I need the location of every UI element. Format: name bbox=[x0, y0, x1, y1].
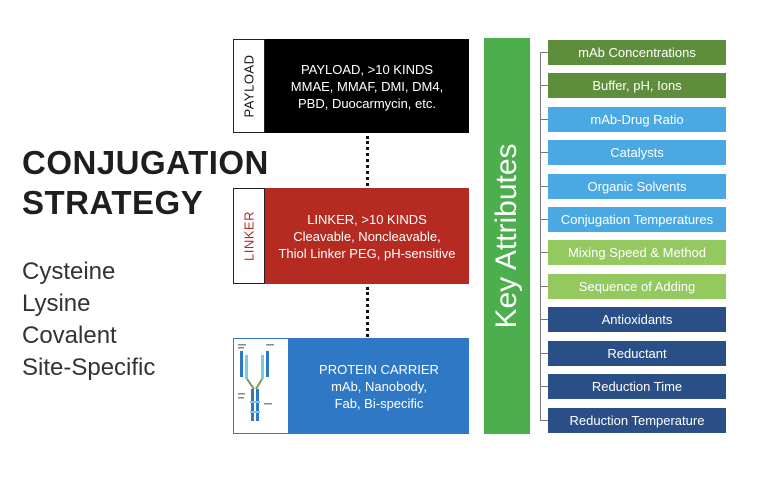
payload-box: PAYLOAD, >10 KINDS MMAE, MMAF, DMI, DM4,… bbox=[265, 39, 469, 133]
linker-box: LINKER, >10 KINDS Cleavable, Noncleavabl… bbox=[265, 188, 469, 284]
bracket-tick bbox=[540, 420, 548, 421]
dotted-connector bbox=[366, 287, 369, 337]
bracket-tick bbox=[540, 52, 548, 53]
strategy-item: Cysteine bbox=[22, 258, 116, 285]
dotted-connector bbox=[366, 136, 369, 186]
carrier-box: PROTEIN CARRIER mAb, Nanobody, Fab, Bi-s… bbox=[289, 338, 469, 434]
bracket-tick bbox=[540, 286, 548, 287]
attribute-item: Antioxidants bbox=[548, 307, 726, 332]
strategy-item: Lysine bbox=[22, 290, 91, 317]
linker-line: Cleavable, Noncleavable, bbox=[293, 228, 441, 244]
bracket-tick bbox=[540, 152, 548, 153]
carrier-line: PROTEIN CARRIER bbox=[319, 361, 439, 377]
attribute-item: mAb-Drug Ratio bbox=[548, 107, 726, 132]
carrier-line: mAb, Nanobody, bbox=[331, 378, 427, 394]
attribute-item: Conjugation Temperatures bbox=[548, 207, 726, 232]
payload-line: MMAE, MMAF, DMI, DM4, bbox=[290, 78, 444, 94]
payload-tag: PAYLOAD bbox=[233, 39, 265, 133]
attribute-item: Reduction Temperature bbox=[548, 408, 726, 433]
linker-line: LINKER, >10 KINDS bbox=[307, 211, 427, 227]
strategy-title: CONJUGATION STRATEGY bbox=[22, 143, 312, 223]
strategy-item: Site-Specific bbox=[22, 354, 156, 381]
bracket-tick bbox=[540, 319, 548, 320]
attribute-item: Mixing Speed & Method bbox=[548, 240, 726, 265]
bracket-tick bbox=[540, 85, 548, 86]
attribute-item: Catalysts bbox=[548, 140, 726, 165]
key-attributes-label: Key Attributes bbox=[490, 143, 523, 329]
attribute-item: mAb Concentrations bbox=[548, 40, 726, 65]
attribute-item: Reduction Time bbox=[548, 374, 726, 399]
bracket-tick bbox=[540, 219, 548, 220]
antibody-icon bbox=[238, 344, 274, 421]
bracket-tick bbox=[540, 186, 548, 187]
bracket-tick bbox=[540, 252, 548, 253]
bracket-line bbox=[540, 52, 541, 421]
bracket-tick bbox=[540, 353, 548, 354]
bracket-tick bbox=[540, 119, 548, 120]
linker-line: Thiol Linker PEG, pH-sensitive bbox=[278, 245, 456, 261]
carrier-line: Fab, Bi-specific bbox=[334, 395, 424, 411]
payload-line: PAYLOAD, >10 KINDS bbox=[300, 61, 434, 77]
strategy-item: Covalent bbox=[22, 322, 117, 349]
key-attributes-band: Key Attributes bbox=[484, 38, 530, 434]
attribute-item: Reductant bbox=[548, 341, 726, 366]
payload-tag-label: PAYLOAD bbox=[241, 54, 257, 118]
title-line-1: CONJUGATION bbox=[22, 144, 269, 181]
linker-tag-label: LINKER bbox=[241, 211, 257, 261]
bracket-tick bbox=[540, 386, 548, 387]
attribute-item: Buffer, pH, Ions bbox=[548, 73, 726, 98]
attribute-item: Sequence of Adding bbox=[548, 274, 726, 299]
attribute-item: Organic Solvents bbox=[548, 174, 726, 199]
linker-tag: LINKER bbox=[233, 188, 265, 284]
payload-line: PBD, Duocarmycin, etc. bbox=[297, 95, 436, 111]
title-line-2: STRATEGY bbox=[22, 184, 204, 221]
strategy-list: Cysteine Lysine Covalent Site-Specific bbox=[22, 256, 155, 384]
